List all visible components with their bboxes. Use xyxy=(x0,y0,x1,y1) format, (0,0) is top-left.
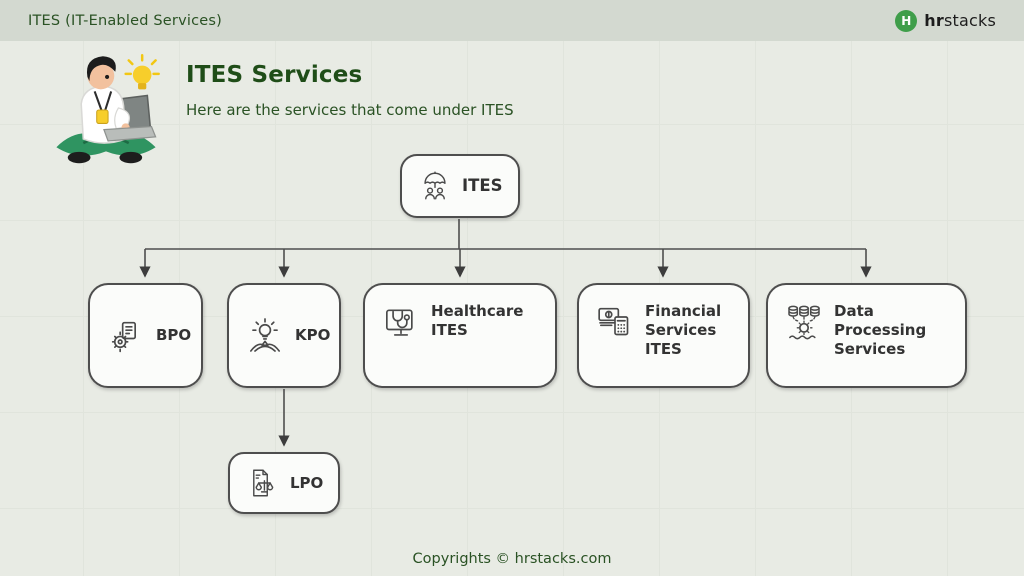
node-kpo: KPO xyxy=(227,283,341,388)
hrstacks-logo-icon: H xyxy=(895,9,918,32)
intro-title: ITES Services xyxy=(186,62,363,88)
idea-bulb-icon xyxy=(124,53,160,76)
money-calculator-icon xyxy=(595,302,635,342)
node-label: LPO xyxy=(290,473,324,492)
node-label: Data Processing Services xyxy=(834,302,927,358)
node-lpo: LPO xyxy=(228,452,340,514)
node-financial-services-ites: Financial Services ITES xyxy=(577,283,750,388)
database-gear-icon xyxy=(784,302,824,342)
node-ites: ITES xyxy=(400,154,520,218)
node-label: KPO xyxy=(295,326,331,345)
hrstacks-logo: H hrstacks xyxy=(895,9,996,32)
brand-regular: stacks xyxy=(943,11,996,30)
top-bar: ITES (IT-Enabled Services) H hrstacks xyxy=(0,0,1024,41)
node-bpo: BPO xyxy=(88,283,203,388)
node-label: ITES xyxy=(462,175,503,195)
node-label: Healthcare ITES xyxy=(431,302,524,339)
intro-block: ITES Services Here are the services that… xyxy=(186,62,514,119)
node-data-processing-services: Data Processing Services xyxy=(766,283,967,388)
person-laptop-illustration xyxy=(44,48,168,172)
copyright-text: Copyrights © hrstacks.com xyxy=(412,551,612,567)
umbrella-team-icon xyxy=(418,169,452,203)
footer: Copyrights © hrstacks.com xyxy=(0,548,1024,567)
gear-document-icon xyxy=(106,316,146,356)
person-laptop-illustration-svg xyxy=(56,53,160,164)
intro-subtitle: Here are the services that come under IT… xyxy=(186,101,514,119)
node-healthcare-ites: Healthcare ITES xyxy=(363,283,557,388)
idea-person-icon xyxy=(245,316,285,356)
hrstacks-logo-text: hrstacks xyxy=(924,11,996,30)
legal-document-scales-icon xyxy=(246,466,280,500)
node-label: Financial Services ITES xyxy=(645,302,722,358)
brand-bold: hr xyxy=(924,11,944,30)
monitor-stethoscope-icon xyxy=(381,302,421,342)
node-label: BPO xyxy=(156,326,192,345)
page-title: ITES (IT-Enabled Services) xyxy=(28,12,223,29)
